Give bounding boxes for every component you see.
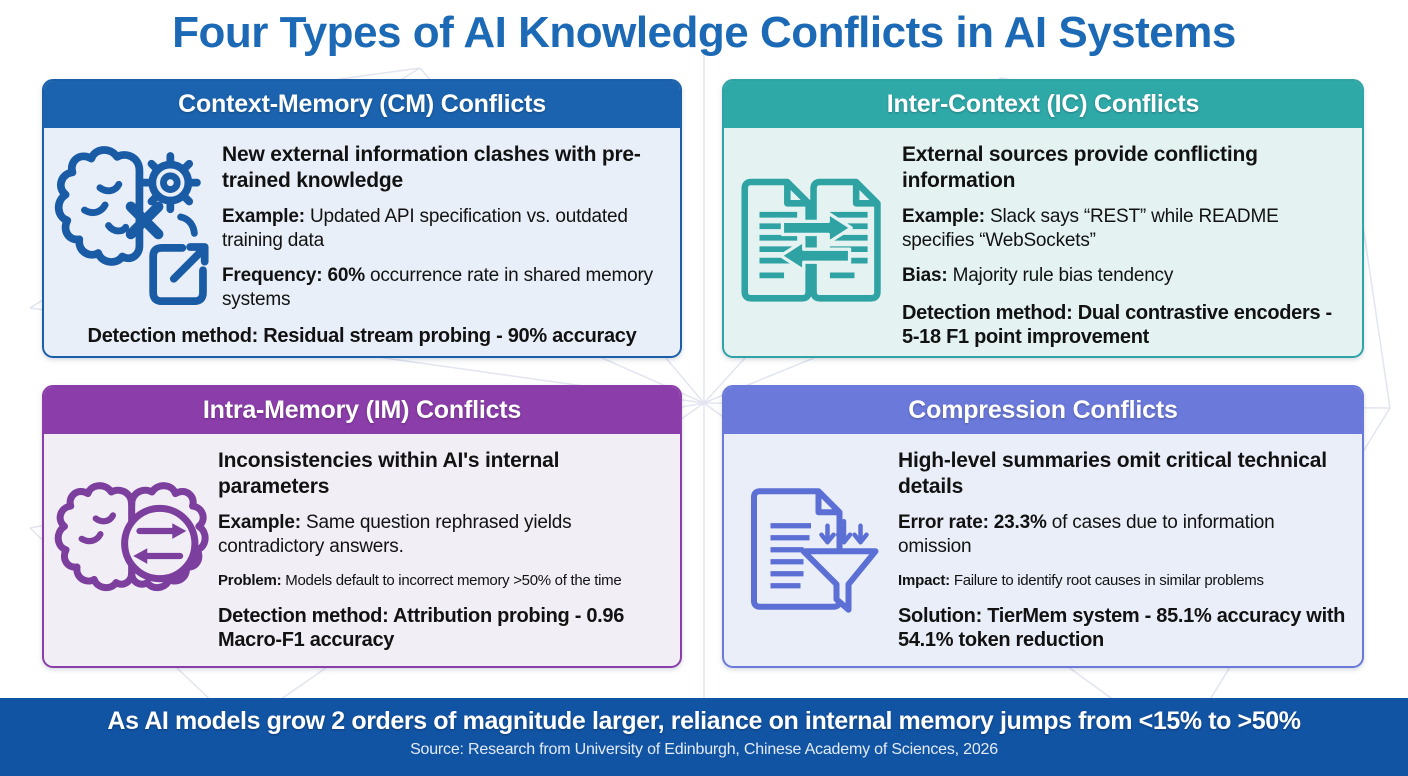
document-funnel-icon [730,438,898,660]
field-text: occurrence rate in shared memory systems [222,265,653,310]
card-compression: Compression Conflicts [722,385,1364,668]
example-field: Example: Updated API specification vs. o… [222,205,668,252]
field-label: Example: [218,512,301,534]
card-description: Inconsistencies within AI's internal par… [218,449,560,498]
example-field: Example: Same question rephrased yields … [218,511,668,558]
card-compression-body: High-level summaries omit critical techn… [724,434,1362,666]
detection-method: Detection method: Residual stream probin… [87,325,637,347]
bias-field: Bias: Majority rule bias tendency [902,264,1350,288]
card-inter-context-header: Inter-Context (IC) Conflicts [724,81,1362,128]
brain-swap-icon [50,438,218,660]
field-label: Example: [222,206,305,228]
field-text: Majority rule bias tendency [952,265,1174,287]
field-text: Same question rephrased yields contradic… [218,512,572,557]
card-inter-context: Inter-Context (IC) Conflicts [722,79,1364,358]
card-description: High-level summaries omit critical techn… [898,449,1327,498]
field-label: Frequency: 60% [222,265,365,287]
cards-grid: Context-Memory (CM) Conflicts [42,79,1366,668]
card-context-memory: Context-Memory (CM) Conflicts [42,79,682,358]
field-text: Models default to incorrect memory >50% … [285,572,622,590]
card-inter-context-body: External sources provide conflicting inf… [724,128,1362,356]
detection-method: Detection method: Dual contrastive encod… [902,301,1332,348]
field-text: Updated API specification vs. outdated t… [222,206,628,251]
card-context-memory-body: New external information clashes with pr… [44,128,680,356]
impact-field: Impact: Failure to identify root causes … [898,572,1350,591]
field-label: Error rate: 23.3% [898,512,1047,534]
solution-text: Solution: TierMem system - 85.1% accurac… [898,604,1346,651]
card-intra-memory: Intra-Memory (IM) Conflicts [42,385,682,668]
card-intra-memory-header: Intra-Memory (IM) Conflicts [44,387,680,434]
banner-source: Source: Research from University of Edin… [410,741,998,758]
field-text: Failure to identify root causes in simil… [953,572,1264,590]
field-label: Bias: [902,265,948,287]
error-rate-field: Error rate: 23.3% of cases due to inform… [898,511,1318,558]
card-context-memory-header: Context-Memory (CM) Conflicts [44,81,680,128]
documents-exchange-icon [730,132,902,350]
card-compression-header: Compression Conflicts [724,387,1362,434]
problem-field: Problem: Models default to incorrect mem… [218,572,668,591]
field-label: Impact: [898,572,950,590]
page-title: Four Types of AI Knowledge Conflicts in … [172,8,1236,57]
frequency-field: Frequency: 60% occurrence rate in shared… [222,264,668,311]
detection-method: Detection method: Attribution probing - … [218,604,625,651]
footer-banner: As AI models grow 2 orders of magnitude … [0,698,1408,776]
field-text: Slack says “REST” while README specifies… [902,206,1279,251]
brain-gear-export-icon [50,132,222,319]
card-description: New external information clashes with pr… [222,143,641,192]
field-text: of cases due to information omission [898,512,1275,557]
field-label: Problem: [218,572,282,590]
card-description: External sources provide conflicting inf… [902,143,1258,192]
field-label: Example: [902,206,985,228]
example-field: Example: Slack says “REST” while README … [902,205,1350,252]
card-intra-memory-body: Inconsistencies within AI's internal par… [44,434,680,666]
banner-headline: As AI models grow 2 orders of magnitude … [107,707,1301,735]
